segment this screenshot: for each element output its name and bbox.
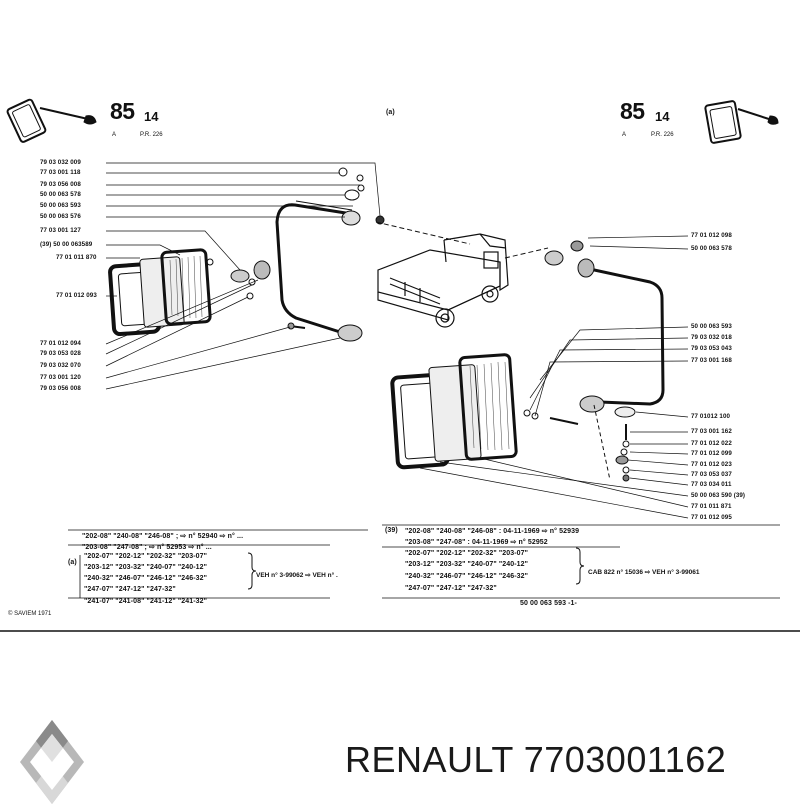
right-ref: 77 01 012 022 [691,440,732,447]
left-plate-number: 85 [110,98,135,124]
right-ref: 77 03 034 011 [691,481,732,488]
right-ref: 50 00 063 590 (39) [691,492,746,499]
right-ref: 50 00 063 578 [691,245,732,252]
right-table-cab: CAB 822 n° 15036 ⇨ VEH n° 3-99061 [588,569,700,576]
right-ref: 50 00 063 593 [691,323,732,330]
right-table-footer: 50 00 063 593 -1- [520,600,577,607]
right-ref: 77 01012 100 [691,413,731,420]
mirror-icon-right [704,100,779,144]
right-ref: 77 01 011 871 [691,503,732,510]
right-ref: 79 03 053 043 [691,345,732,352]
mirror-icon-left [6,98,97,143]
left-ref: 77 03 001 127 [40,227,81,234]
left-table-row: "241-07" "241-08" "241-12" "241-32" [84,598,208,605]
left-table-group-line: "247-07" "247-12" "247-32" [84,586,176,593]
left-table-label: (a) [68,559,77,566]
right-ref: 77 01 012 099 [691,450,732,457]
right-code-a: A [622,132,627,138]
left-code-pr: P.R. 226 [140,132,163,138]
left-code-a: A [112,132,117,138]
renault-logo-icon [20,720,84,804]
left-ref: 79 03 032 070 [40,362,81,369]
right-code-pr: P.R. 226 [651,132,674,138]
left-ref: 77 01 011 870 [56,254,97,261]
right-table-row: "203-08" "247-08" : 04-11-1969 ⇨ n° 5295… [405,539,548,546]
right-ref: 77 03 053 037 [691,471,732,478]
right-ref: 79 03 032 018 [691,334,732,341]
right-table-row: "202-08" "240-08" "246-08" : 04-11-1969 … [405,528,580,535]
left-ref: 50 00 063 578 [40,191,81,198]
right-table-label: (39) [385,527,398,534]
truck-illustration [377,233,509,328]
left-ref: 79 03 053 028 [40,350,81,357]
right-ref: 77 03 001 162 [691,428,732,435]
left-table-group-line: "203-12" "203-32" "240-07" "240-12" [84,564,208,571]
left-ref: (39) 50 00 063589 [40,241,93,248]
right-ref: 77 01 012 098 [691,232,732,239]
right-plate-sub: 14 [655,109,670,124]
left-ref: 79 03 032 009 [40,159,81,166]
left-ref: 77 03 001 120 [40,374,81,381]
right-ref: 77 01 012 023 [691,461,732,468]
left-ref: 50 00 063 593 [40,202,81,209]
brand-part-number: RENAULT 7703001162 [345,739,727,780]
left-table-group-line: "240-32" "246-07" "246-12" "246-32" [84,575,208,582]
left-table-row: "203-08" "247-08" ; ⇨ n° 52953 ⇨ n° ... [82,544,212,551]
left-ref: 79 03 056 008 [40,181,81,188]
left-ref: 50 00 063 576 [40,213,81,220]
copyright: © SAVIEM 1971 [8,611,52,617]
left-ref: 77 03 001 118 [40,169,81,176]
left-plate-sub: 14 [144,109,159,124]
right-table-group-line: "203-12" "203-32" "240-07" "240-12" [405,561,529,568]
right-table-group-line: "202-07" "202-12" "202-32" "203-07" [405,550,529,557]
left-ref: 77 01 012 094 [40,340,81,347]
right-table-group-line: "240-32" "246-07" "246-12" "246-32" [405,573,529,580]
left-table-group-line: "202-07" "202-12" "202-32" "203-07" [84,553,208,560]
left-table-row: "202-08" "240-08" "246-08" ; ⇨ n° 52940 … [82,533,244,540]
right-plate-number: 85 [620,98,645,124]
center-label: (a) [386,109,395,116]
left-ref: 77 01 012 093 [56,292,97,299]
right-table-group-line: "247-07" "247-12" "247-32" [405,585,497,592]
right-ref: 77 03 001 168 [691,357,732,364]
left-ref: 79 03 056 008 [40,385,81,392]
right-ref: 77 01 012 095 [691,514,732,521]
left-table-ven: VEH n° 3-99062 ⇨ VEH n° . [256,572,338,579]
